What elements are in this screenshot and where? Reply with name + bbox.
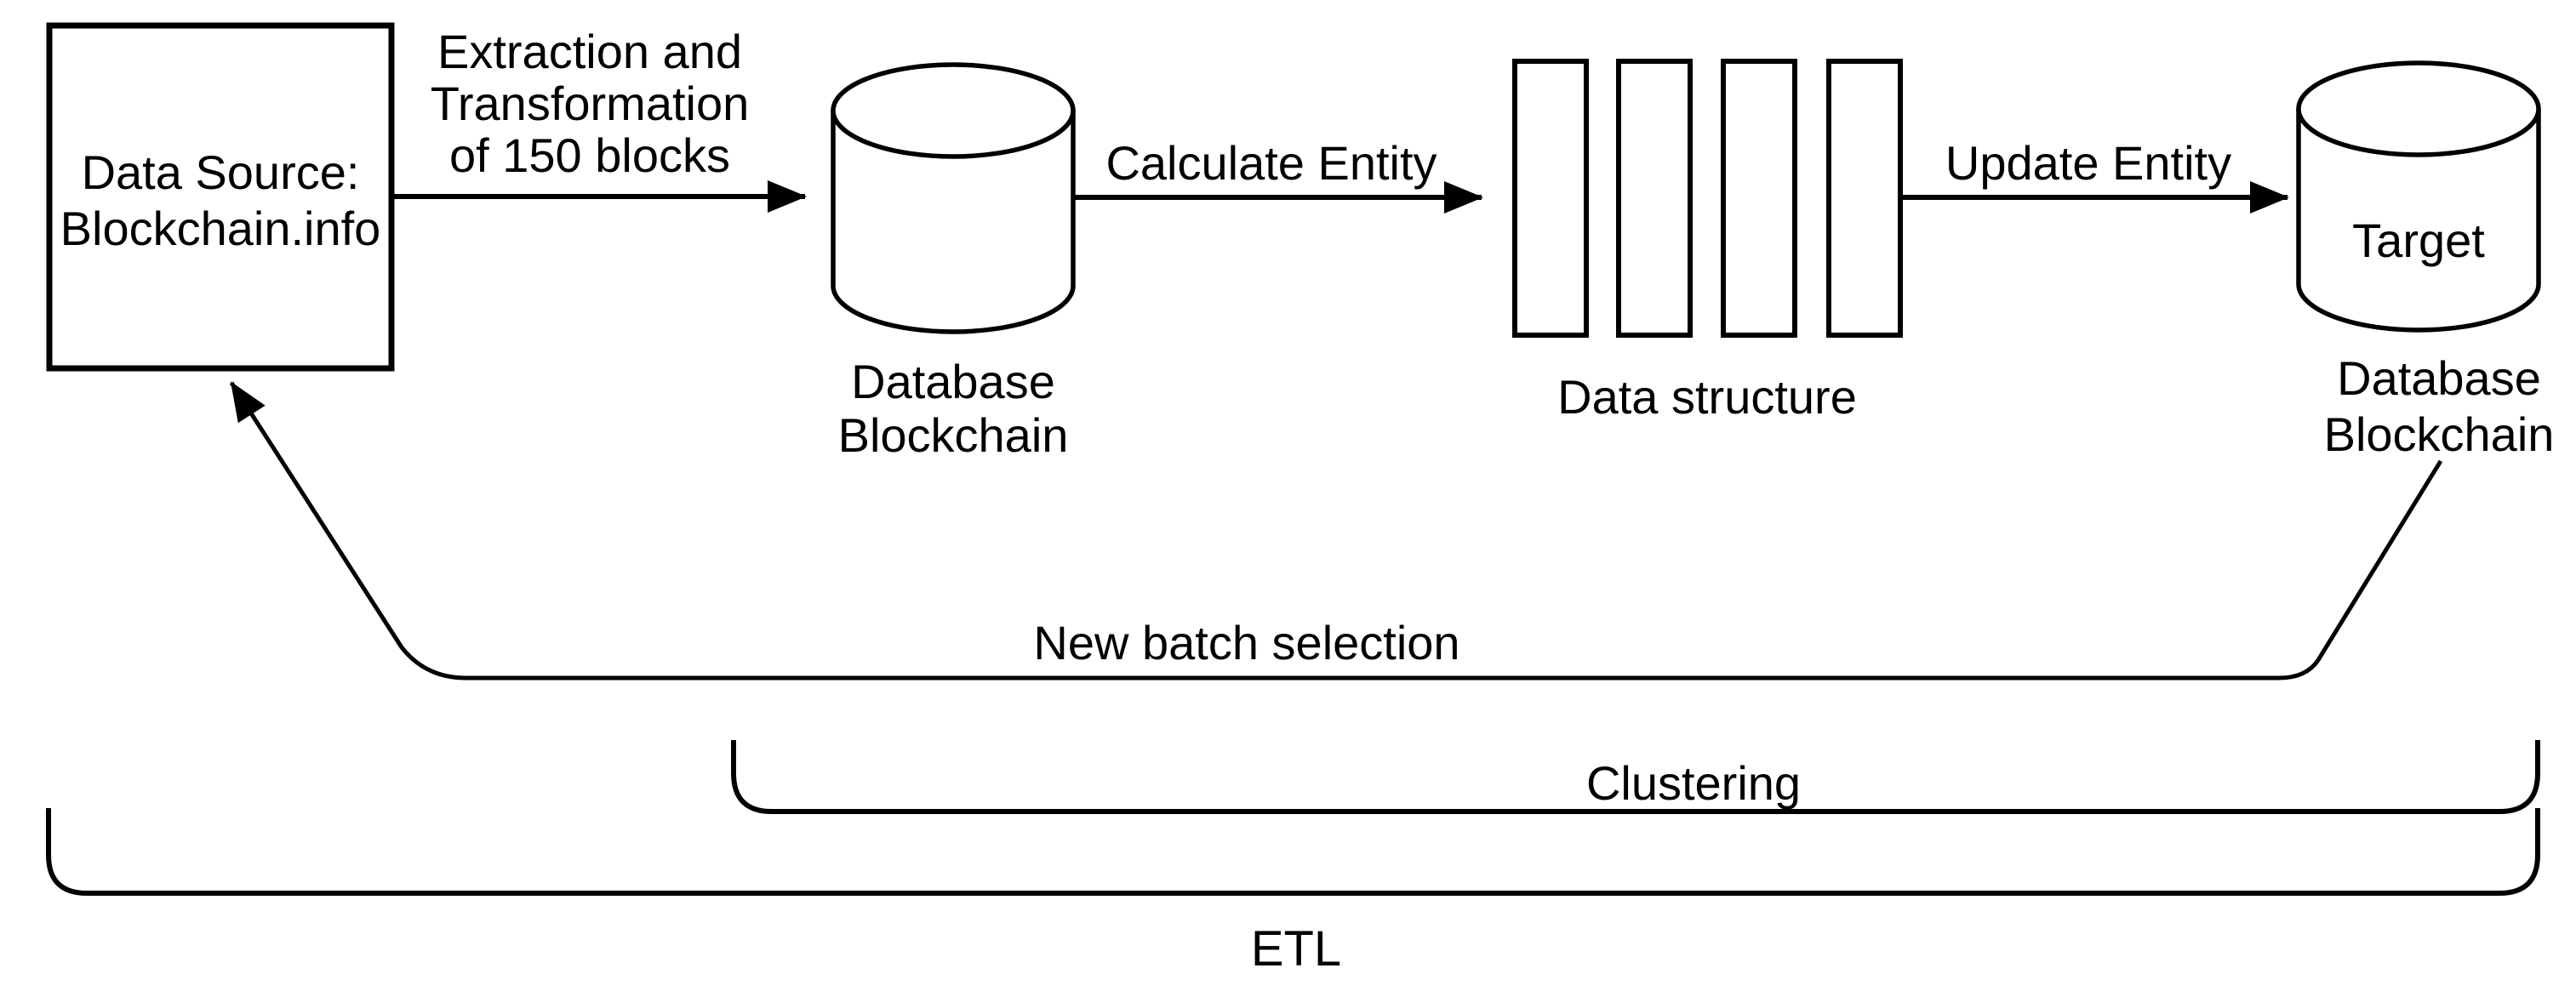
new-batch-label: New batch selection bbox=[1033, 616, 1459, 669]
data-source-label-line1: Data Source: bbox=[82, 145, 360, 199]
extraction-label-line2: Transformation bbox=[431, 77, 750, 130]
target-database-node: Target Database Blockchain bbox=[2296, 60, 2555, 461]
clustering-label: Clustering bbox=[1586, 756, 1801, 810]
clustering-group: Clustering bbox=[731, 740, 2540, 814]
source-database-node: Database Blockchain bbox=[831, 62, 1076, 462]
etl-label: ETL bbox=[1251, 921, 1341, 977]
data-source-box bbox=[46, 22, 395, 372]
database-cylinder-icon bbox=[2296, 60, 2541, 333]
target-database-label-line1: Database bbox=[2337, 351, 2541, 405]
database-cylinder-body bbox=[2296, 109, 2541, 333]
data-structure-bar bbox=[1616, 59, 1693, 338]
new-batch-return-arrow bbox=[229, 381, 2443, 681]
database-cylinder-body bbox=[831, 111, 1076, 334]
calculate-entity-label: Calculate Entity bbox=[1105, 136, 1437, 190]
update-entity-edge: Update Entity bbox=[1900, 136, 2289, 214]
update-entity-label: Update Entity bbox=[1945, 136, 2231, 190]
clustering-bracket bbox=[731, 740, 2540, 814]
etl-bracket bbox=[46, 808, 2540, 896]
data-structure-node: Data structure bbox=[1512, 59, 1903, 424]
data-structure-bar bbox=[1826, 59, 1903, 338]
data-structure-bar bbox=[1721, 59, 1797, 338]
data-structure-bar bbox=[1512, 59, 1589, 338]
source-database-label-line1: Database bbox=[851, 355, 1055, 408]
target-database-label-line2: Blockchain bbox=[2324, 407, 2555, 461]
calculate-entity-edge: Calculate Entity bbox=[1073, 136, 1483, 214]
data-source-label-line2: Blockchain.info bbox=[60, 202, 381, 255]
source-database-label-line2: Blockchain bbox=[838, 408, 1069, 462]
target-database-body-label: Target bbox=[2352, 214, 2485, 267]
data-structure-label: Data structure bbox=[1557, 370, 1857, 424]
new-batch-edge: New batch selection bbox=[229, 381, 2443, 681]
etl-group: ETL bbox=[46, 808, 2540, 977]
extraction-edge: Extraction and Transformation of 150 blo… bbox=[393, 25, 807, 213]
database-cylinder-icon bbox=[831, 62, 1076, 334]
database-cylinder-top bbox=[831, 62, 1076, 159]
extraction-label-line3: of 150 blocks bbox=[449, 128, 730, 182]
data-source-node: Data Source: Blockchain.info bbox=[46, 22, 395, 372]
extraction-label-line1: Extraction and bbox=[437, 25, 742, 78]
database-cylinder-top bbox=[2296, 60, 2541, 157]
